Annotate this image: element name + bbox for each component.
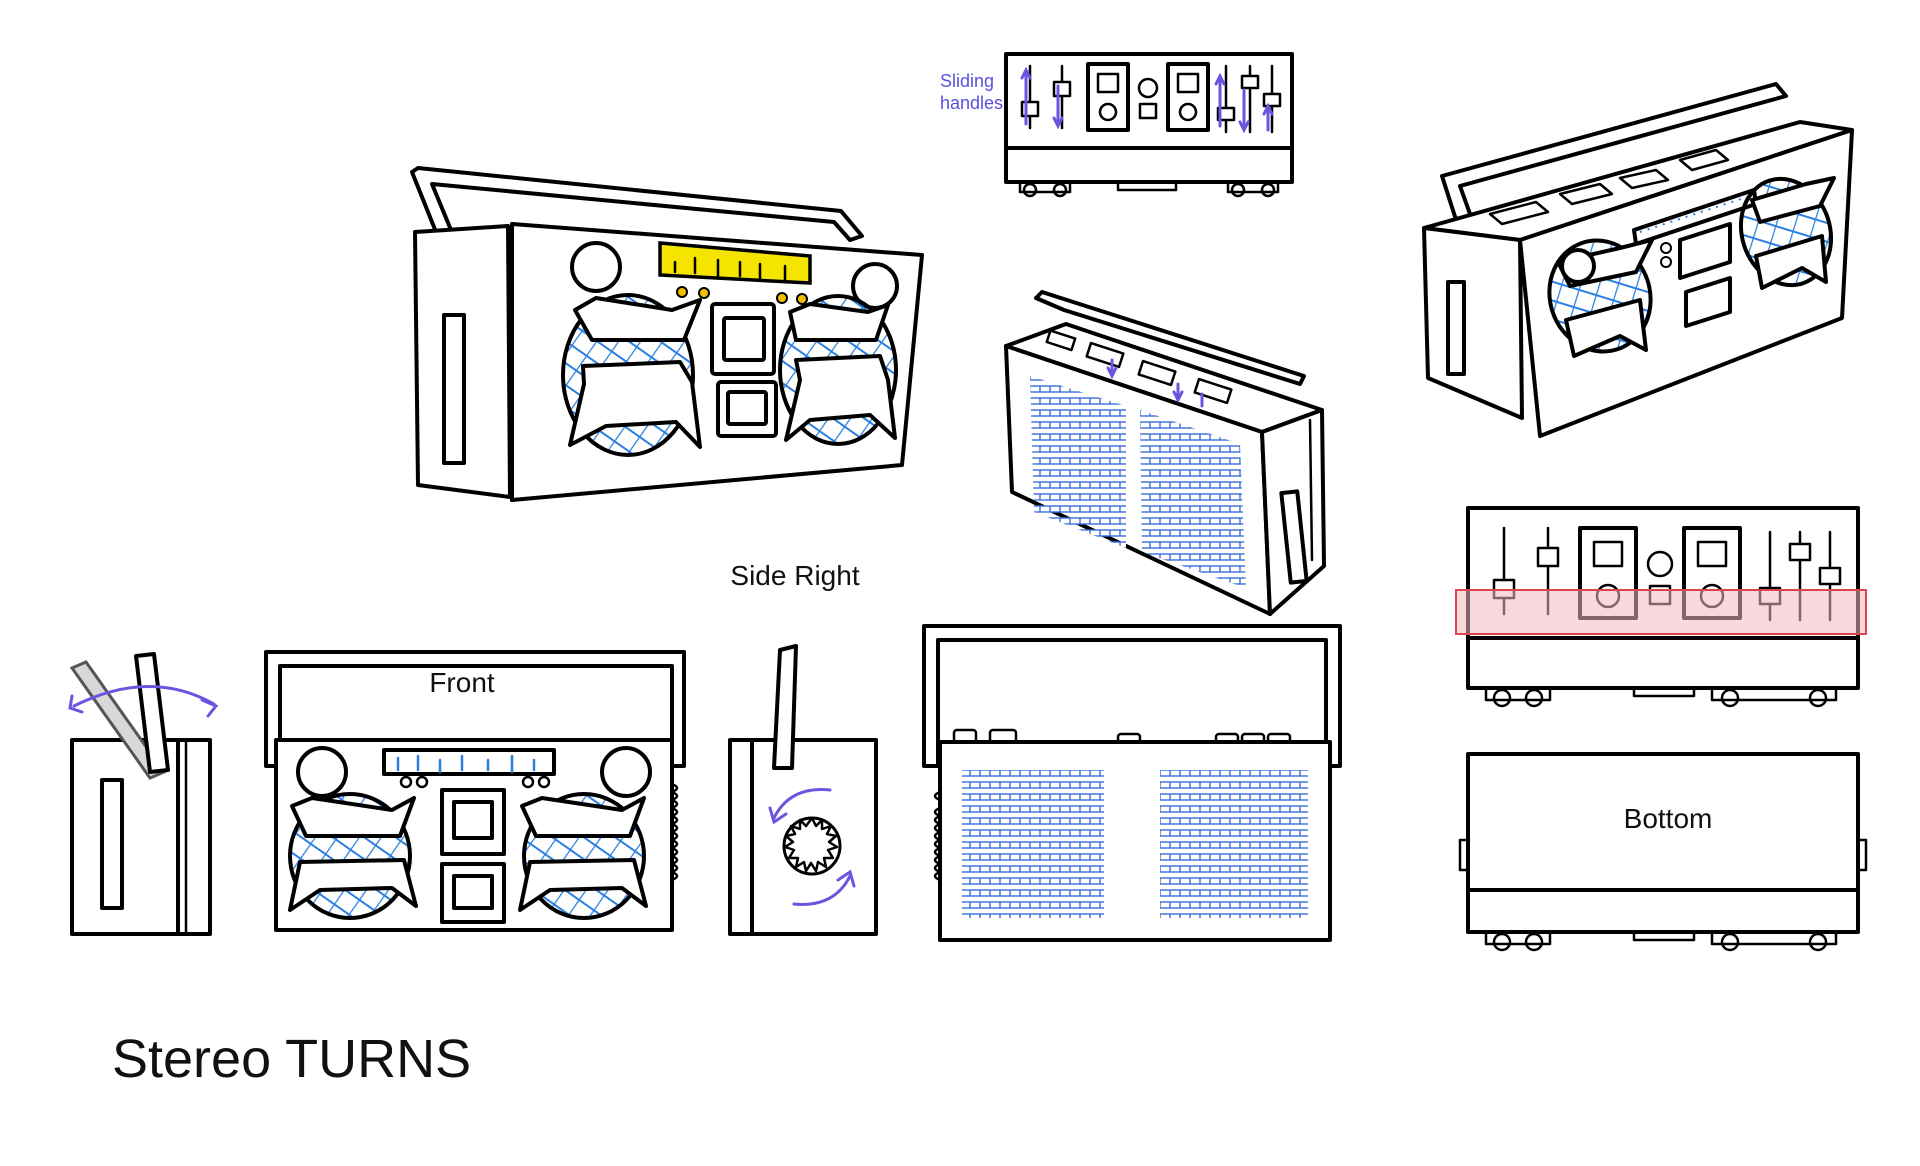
view-front (264, 650, 686, 932)
view-bottom (1458, 752, 1868, 952)
label-bottom: Bottom (1624, 803, 1713, 834)
view-three-quarter-front (410, 166, 924, 502)
note-sliding-handles: Sliding handles (940, 71, 1004, 113)
view-side-right (728, 644, 878, 936)
label-side-right: Side Right (730, 560, 859, 591)
sheet-title: Stereo TURNS (112, 1029, 472, 1089)
view-top (1004, 52, 1294, 198)
view-three-quarter-top (1422, 82, 1854, 438)
label-front: Front (429, 667, 495, 698)
view-side-left (68, 652, 219, 936)
view-back (922, 624, 1342, 942)
view-top-highlighted (1455, 506, 1867, 708)
view-three-quarter-back (1004, 290, 1326, 616)
highlight-band (1455, 589, 1867, 635)
